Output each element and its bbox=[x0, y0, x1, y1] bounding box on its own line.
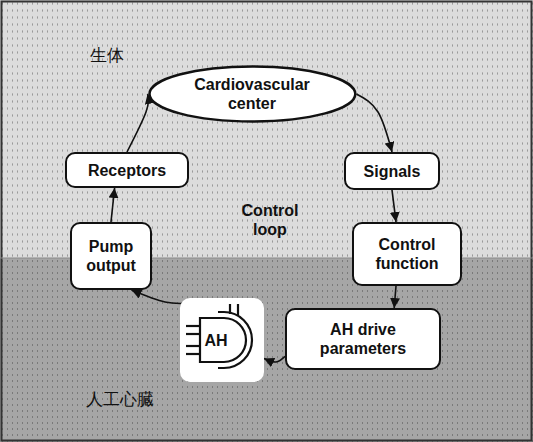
text-group: AH drive parameters bbox=[295, 320, 431, 358]
drive-line bbox=[230, 304, 238, 316]
text-group: Cardiovascular center bbox=[182, 75, 322, 113]
text-group: Signals bbox=[364, 162, 421, 181]
body-region: 生体 Cardiovascular centerReceptors Signals bbox=[0, 0, 533, 258]
text-group: AH bbox=[204, 331, 227, 350]
text-group: Control function bbox=[362, 235, 452, 273]
cannula-tube bbox=[186, 345, 200, 347]
node-text: AH bbox=[204, 331, 227, 350]
process-box: Pump output bbox=[70, 222, 152, 290]
process-box: Control function bbox=[352, 222, 462, 286]
flow-arrow bbox=[356, 94, 392, 152]
edge-group bbox=[111, 94, 396, 362]
flow-arrow bbox=[127, 94, 148, 152]
cannula-tube bbox=[186, 333, 200, 335]
text-group: Receptors bbox=[88, 161, 166, 180]
flow-arrow bbox=[111, 188, 115, 222]
cannula-tube bbox=[186, 325, 200, 327]
region-boundary bbox=[0, 258, 533, 259]
flow-arrow bbox=[394, 286, 396, 308]
ellipse-shape bbox=[149, 67, 355, 122]
flow-arrow bbox=[264, 356, 285, 362]
region-label: 生体 bbox=[90, 44, 124, 67]
node-text: AH drive parameters bbox=[295, 320, 431, 358]
node-text: Signals bbox=[364, 162, 421, 181]
process-box: Signals bbox=[344, 152, 440, 190]
pump-icon-strokes bbox=[186, 304, 252, 368]
node-text: Receptors bbox=[88, 161, 166, 180]
flow-arrow bbox=[132, 290, 191, 304]
process-box: AH drive parameters bbox=[285, 308, 441, 370]
loop-label: Control loop bbox=[233, 201, 307, 239]
pump-housing bbox=[200, 318, 246, 362]
cannula-tube bbox=[186, 353, 200, 355]
artificial-heart-icon: AH bbox=[180, 298, 264, 382]
center-ellipse: Cardiovascular center bbox=[148, 65, 357, 123]
text-group: Pump output bbox=[80, 237, 142, 275]
region-label: 人工心臓 bbox=[86, 388, 154, 411]
process-box: Receptors bbox=[65, 152, 189, 188]
ellipse-outline bbox=[148, 65, 357, 123]
flow-arrow bbox=[392, 190, 396, 222]
node-text: Control function bbox=[362, 235, 452, 273]
node-text: Cardiovascular center bbox=[182, 75, 322, 113]
node-text: Pump output bbox=[80, 237, 142, 275]
